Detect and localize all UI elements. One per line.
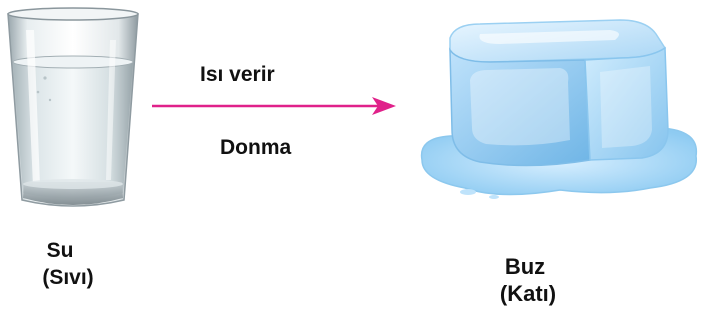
arrow-top-label: Isı verir <box>200 63 275 86</box>
arrow-bottom-label: Donma <box>220 136 292 159</box>
ice-label: Buz <box>504 254 546 279</box>
ice-cube-icon <box>420 19 698 199</box>
arrow-icon <box>152 97 396 115</box>
water-label: Su <box>46 239 74 262</box>
glass-of-water-icon <box>7 7 139 207</box>
water-state-label: (Sıvı) <box>42 266 94 289</box>
ice-state-label: (Katı) <box>499 281 557 306</box>
